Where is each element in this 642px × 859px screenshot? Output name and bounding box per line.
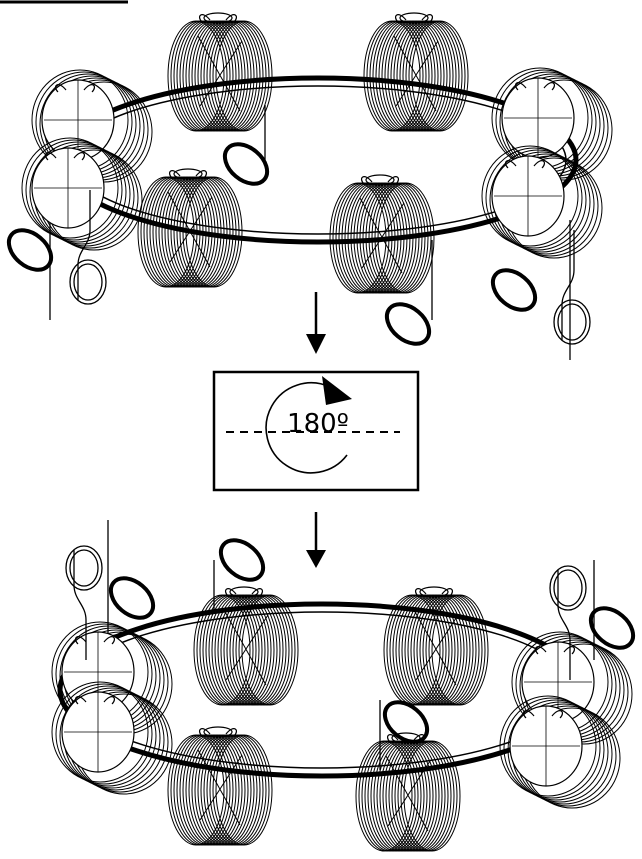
gasket-ring-bottom-mid	[211, 530, 273, 590]
gasket-ring-top-center	[377, 294, 439, 354]
hoop-bottom-inner	[69, 611, 575, 769]
gasket-ring-top-mid	[215, 134, 277, 194]
coil-corner-bottom-assy-bottom-right	[499, 695, 621, 809]
coil-corner-bottom-right	[481, 145, 603, 259]
coil-drum-back-right	[363, 12, 469, 132]
coil-drum-back-left	[167, 12, 273, 132]
coil-drum-front-left	[137, 168, 243, 288]
bottom-assembly	[51, 520, 642, 852]
rotation-angle-label: 180º	[287, 409, 349, 439]
coil-corner-bottom-left	[21, 137, 143, 251]
coil-drum-bottom-back-right	[383, 586, 489, 706]
gasket-ring-bottom-left	[101, 568, 163, 628]
rotation-arrowhead-icon	[322, 376, 352, 405]
top-assembly	[0, 0, 613, 360]
gasket-ring-top-right	[483, 260, 545, 320]
coil-drum-bottom-front-right	[355, 732, 461, 852]
coil-corner-bottom-assy-bottom-left	[51, 681, 173, 795]
rotation-frame	[212, 370, 420, 492]
coil-drum-bottom-front-left	[167, 726, 273, 846]
down-arrow-bottom	[306, 512, 326, 568]
hoop-bottom-outer	[57, 601, 587, 779]
rotation-instruction-box: 180º	[212, 370, 420, 492]
gasket-ring-bottom-right	[581, 598, 642, 658]
down-arrow-top	[306, 292, 326, 354]
coil-drum-bottom-back-left	[193, 586, 299, 706]
rotation-arc	[265, 382, 348, 474]
